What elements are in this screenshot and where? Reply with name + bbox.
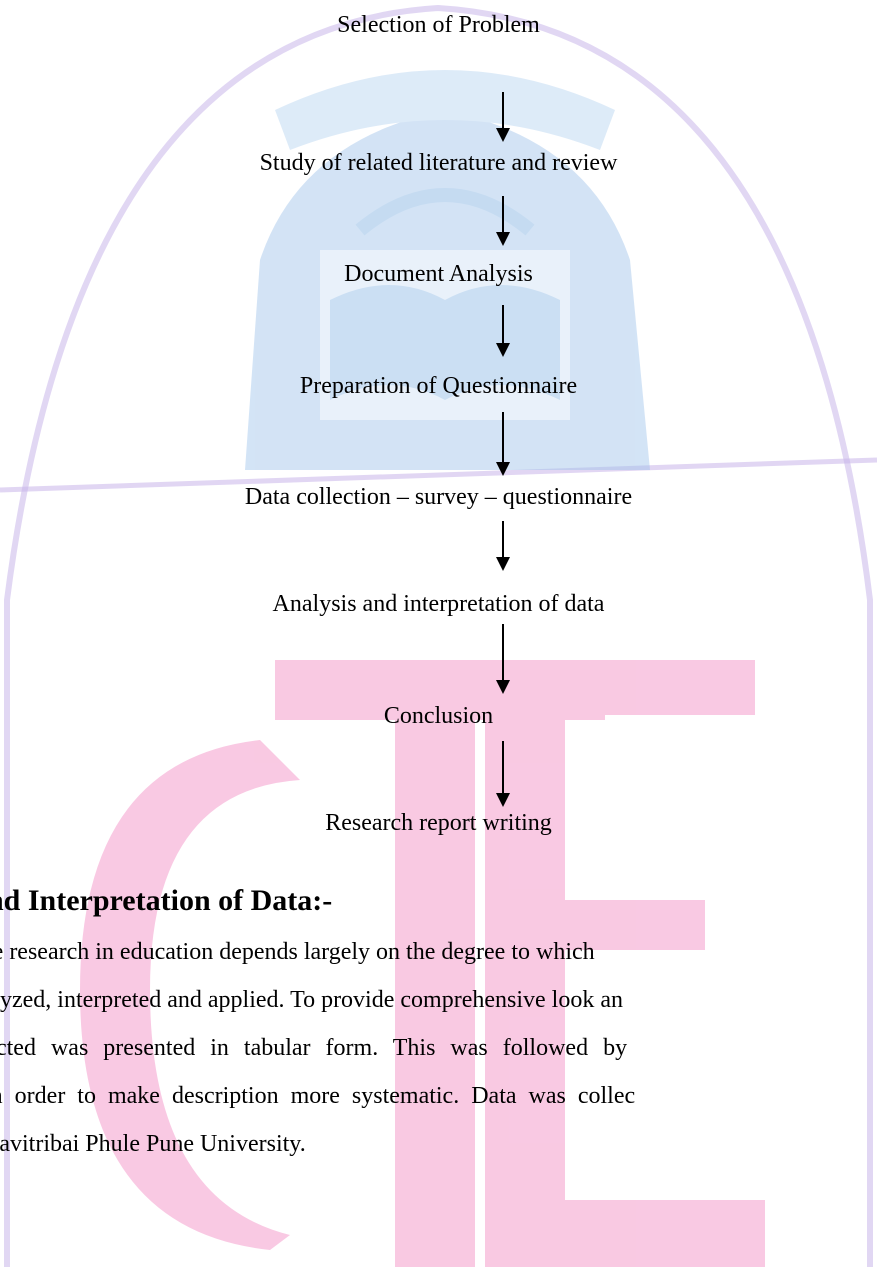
watermark-divider [0, 457, 877, 493]
flow-arrow [496, 412, 510, 476]
paragraph-line: analyzed, interpreted and applied. To pr… [0, 987, 623, 1013]
paragraph-line: n in order to make description more syst… [0, 1083, 636, 1109]
section-heading: and Interpretation of Data:- [0, 884, 333, 917]
flow-arrow [496, 305, 510, 357]
watermark-letters [80, 660, 765, 1267]
step-report-writing: Research report writing [325, 810, 552, 836]
step-document-analysis: Document Analysis [344, 261, 533, 287]
step-selection-of-problem: Selection of Problem [337, 12, 540, 38]
flow-arrow [496, 92, 510, 142]
step-questionnaire-preparation: Preparation of Questionnaire [299, 373, 578, 399]
paragraph-line: of Savitribai Phule Pune University. [0, 1131, 306, 1157]
step-data-collection: Data collection – survey – questionnaire [244, 484, 633, 510]
step-conclusion: Conclusion [383, 703, 494, 729]
flow-arrow [496, 741, 510, 807]
step-literature-review: Study of related literature and review [259, 150, 618, 176]
step-analysis-interpretation: Analysis and interpretation of data [272, 591, 605, 617]
flow-arrow [496, 521, 510, 571]
paragraph-line: ollected was presented in tabular form. … [0, 1035, 628, 1061]
research-flowchart: Selection of Problem Study of related li… [244, 12, 633, 836]
paragraph-line: f the research in education depends larg… [0, 939, 595, 965]
watermark-arch [4, 4, 873, 1267]
flow-arrow [496, 196, 510, 246]
flow-arrow [496, 624, 510, 694]
